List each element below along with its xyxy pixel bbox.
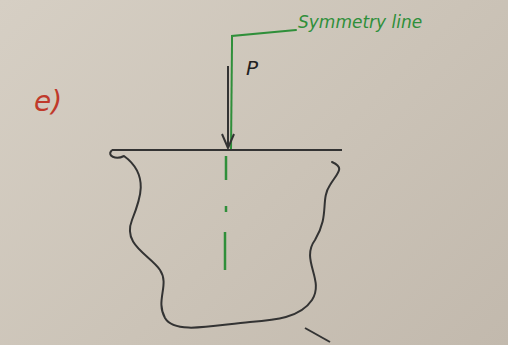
load-arrow [227, 66, 229, 146]
body-tail [305, 328, 330, 342]
surface-line [112, 149, 342, 151]
symmetry-line [231, 44, 232, 150]
load-label: P [246, 58, 258, 78]
leader-line [232, 30, 296, 44]
arrow-head [222, 134, 234, 148]
surface-end [110, 150, 124, 158]
body-outline [124, 156, 339, 328]
symmetry-dash [225, 156, 228, 180]
symmetry-dash [224, 232, 227, 270]
symmetry-dash [225, 206, 228, 212]
part-letter: e) [34, 88, 62, 116]
symmetry-label: Symmetry line [298, 14, 422, 31]
